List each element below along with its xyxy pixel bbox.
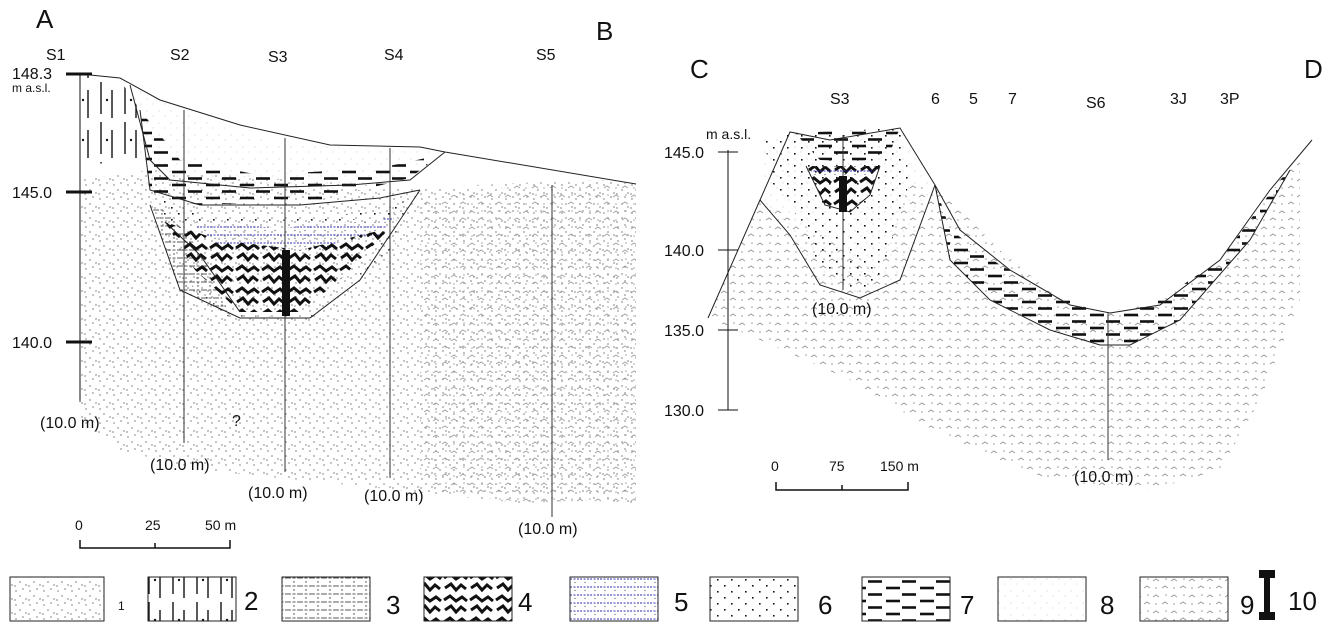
- depth-cd-s3: (10.0 m): [812, 301, 872, 318]
- boundary-cd-1: [759, 184, 936, 299]
- scale-bar-ab: [79, 540, 231, 549]
- ground-surface-ab: [79, 73, 637, 185]
- section-ab-outlines: [79, 73, 637, 319]
- scale-bar-cd: [775, 482, 909, 491]
- label-cd-5: 5: [969, 91, 978, 108]
- boundary-cd-2: [934, 169, 1291, 346]
- depth-s3: (10.0 m): [248, 485, 308, 502]
- scale-cd-75: 75: [829, 458, 845, 474]
- elev-145-ab: 145.0: [12, 185, 52, 202]
- legend-label-4: 4: [518, 587, 532, 617]
- legend-swatch-9: [1139, 576, 1229, 622]
- sample-bar-ab: [282, 250, 290, 316]
- label-cd-6: 6: [931, 91, 940, 108]
- label-d: D: [1304, 54, 1323, 84]
- elev-top: 148.3: [12, 66, 52, 83]
- label-cd-s6: S6: [1086, 95, 1106, 112]
- ground-surface-cd: [707, 127, 1313, 319]
- label-cd-3j: 3J: [1170, 91, 1187, 108]
- sample-bar-cd: [839, 176, 847, 212]
- legend-label-3: 3: [386, 590, 400, 620]
- depth-cd-s6: (10.0 m): [1074, 469, 1134, 486]
- legend: 1 2 3 4 5 6 7 8 9 10: [9, 570, 1317, 622]
- scale-ab-0: 0: [75, 517, 83, 533]
- legend-swatch-7: [861, 576, 951, 622]
- label-cd-7: 7: [1008, 91, 1017, 108]
- depth-s5: (10.0 m): [518, 521, 578, 538]
- legend-swatch-3: [281, 576, 371, 622]
- legend-swatch-8: [997, 576, 1087, 622]
- scale-ab-50: 50 m: [205, 517, 236, 533]
- legend-label-10: 10: [1288, 586, 1317, 616]
- label-cd-3p: 3P: [1220, 91, 1240, 108]
- legend-swatch-4: [423, 576, 513, 622]
- legend-label-1: 1: [118, 599, 125, 613]
- elev-unit-cd: m a.s.l.: [706, 126, 751, 142]
- boundary-ab-1: [129, 84, 446, 189]
- scale-ab-25: 25: [145, 517, 161, 533]
- depth-s4: (10.0 m): [364, 488, 424, 505]
- legend-swatch-1: [9, 576, 105, 622]
- layer-bedrock-cd: [708, 160, 1300, 490]
- borehole-s1: S1: [46, 47, 66, 64]
- label-a: A: [36, 4, 54, 34]
- legend-label-9: 9: [1240, 590, 1254, 620]
- elev-140-ab: 140.0: [12, 335, 52, 352]
- layer-clay-ab: [140, 110, 440, 205]
- borehole-s5: S5: [536, 47, 556, 64]
- layer-bedrock-ab-right: [420, 184, 636, 504]
- elev-140-cd: 140.0: [664, 243, 704, 260]
- scale-cd-0: 0: [771, 458, 779, 474]
- legend-swatch-5: [569, 576, 659, 622]
- boundary-cd-3: [805, 165, 881, 213]
- layer-clay-valley-cd: [935, 170, 1290, 345]
- label-b: B: [596, 16, 613, 46]
- depth-s1: (10.0 m): [40, 415, 100, 432]
- elev-unit-ab: m a.s.l.: [12, 81, 51, 95]
- legend-label-7: 7: [960, 590, 974, 620]
- layer-clay-s3-cd: [795, 128, 900, 162]
- layer-lower-ab: [175, 200, 410, 320]
- section-ab: A B S1 S2 S3 S4 S5 148.3 m a.s.l. 145.0 …: [12, 4, 637, 549]
- legend-swatch-6: [709, 576, 799, 622]
- label-cd-s3: S3: [830, 91, 850, 108]
- question-mark: ?: [232, 413, 241, 430]
- elev-130-cd: 130.0: [664, 403, 704, 420]
- legend-swatch-10: [1259, 570, 1275, 620]
- label-c: C: [690, 54, 709, 84]
- scale-cd-150: 150 m: [880, 458, 919, 474]
- depth-s2: (10.0 m): [150, 457, 210, 474]
- boundary-ab-2: [139, 109, 421, 206]
- elev-145-cd: 145.0: [664, 145, 704, 162]
- legend-label-8: 8: [1100, 590, 1114, 620]
- layer-vertical-ab: [80, 74, 150, 165]
- borehole-s3: S3: [268, 49, 288, 66]
- boundary-ab-3: [149, 189, 421, 319]
- elev-135-cd: 135.0: [664, 323, 704, 340]
- legend-label-6: 6: [818, 590, 832, 620]
- boundary-ab-4: [164, 221, 241, 313]
- borehole-s2: S2: [170, 47, 190, 64]
- section-cd: C D S3 6 5 7 S6 3J 3P m a.s.l. 145.0 140…: [664, 54, 1323, 491]
- legend-label-5: 5: [674, 587, 688, 617]
- section-cd-outlines: [707, 127, 1313, 346]
- layer-peat-ab: [165, 222, 390, 312]
- layer-pattern6-ab: [150, 190, 420, 225]
- borehole-s4: S4: [384, 47, 404, 64]
- legend-swatch-2: [147, 576, 237, 622]
- legend-label-2: 2: [244, 586, 258, 616]
